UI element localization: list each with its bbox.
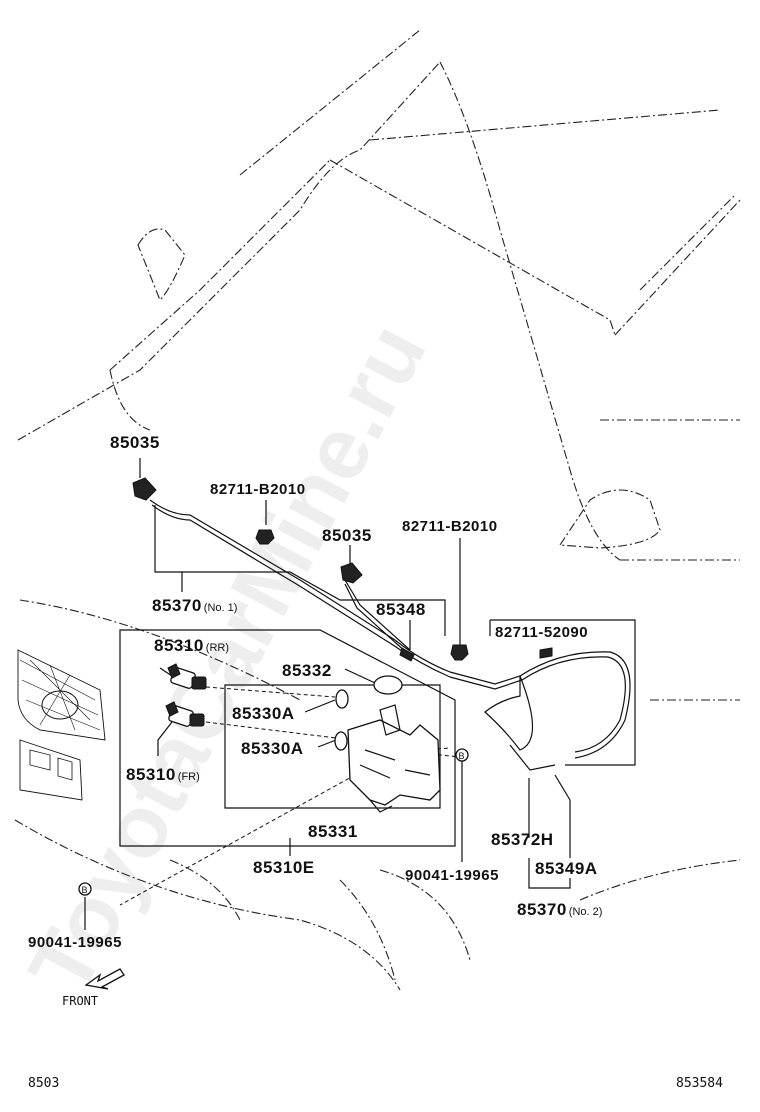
grommet-lower [334,731,348,751]
label-85310-fr: 85310(FR) [126,765,200,784]
hose-clip-right [539,647,553,659]
vehicle-outline [14,29,741,991]
svg-text:B: B [459,751,465,761]
label-82711-b2010-top: 82711-B2010 [210,481,306,498]
label-85332: 85332 [282,661,332,680]
label-85330a-upper: 85330A [232,704,295,723]
label-85310-rr: 85310(RR) [154,636,229,655]
label-85370-no1: 85370(No. 1) [152,596,237,615]
part-labels: 85035 82711-B2010 85035 82711-B2010 8537… [28,433,723,1091]
washer-motor-fr [165,701,205,727]
svg-text:B: B [82,885,88,895]
label-82711-b2010-mid: 82711-B2010 [402,518,498,535]
page-number-left: 8503 [28,1076,59,1091]
label-85370-no2: 85370(No. 2) [517,900,602,919]
label-85330a-lower: 85330A [241,739,304,758]
label-85310e: 85310E [253,858,315,877]
hose-clip-mid [450,644,469,661]
label-85348: 85348 [376,600,426,619]
label-90041-19965-left: 90041-19965 [28,934,122,951]
callout-b-left: B [78,882,92,896]
jar-cap [373,675,403,695]
label-85035-top: 85035 [110,433,160,452]
washer-nozzle-top [132,477,157,501]
label-82711-52090: 82711-52090 [495,624,588,641]
label-85331: 85331 [308,822,358,841]
washer-nozzle-mid [340,562,363,584]
front-arrow-icon [84,968,125,990]
label-85372h: 85372H [491,830,554,849]
label-85349a: 85349A [535,859,598,878]
callout-b-right: B [455,748,469,762]
washer-jar [347,704,441,813]
watermark: ToyotaCarMine.ru [9,308,445,1009]
page-number-right: 853584 [676,1076,723,1091]
hose-joint [399,647,415,662]
label-85035-mid: 85035 [322,526,372,545]
label-90041-19965-right: 90041-19965 [405,867,499,884]
front-label: FRONT [62,994,98,1008]
grommet-upper [335,689,349,709]
washer-motor-rr [167,663,207,690]
hose-clip-top [255,529,275,545]
parts-shapes: B B [78,477,553,990]
washer-hoses [149,499,631,771]
